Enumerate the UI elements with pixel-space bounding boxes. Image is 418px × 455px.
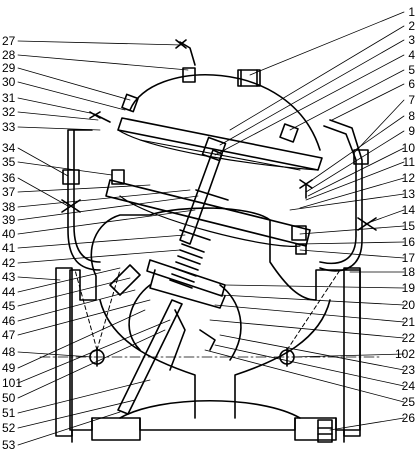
part-label: 25 xyxy=(401,395,415,409)
part-label: 3 xyxy=(408,33,415,47)
valve-body xyxy=(55,207,361,443)
part-label: 14 xyxy=(401,203,415,217)
part-label: 35 xyxy=(2,155,16,169)
part-label: 38 xyxy=(2,200,16,214)
part-label: 44 xyxy=(2,285,16,299)
part-label: 36 xyxy=(2,171,16,185)
part-label: 11 xyxy=(402,155,415,169)
part-label: 5 xyxy=(408,63,415,77)
part-label: 16 xyxy=(401,235,415,249)
part-label: 50 xyxy=(2,391,16,405)
part-label: 32 xyxy=(2,105,16,119)
part-label: 101 xyxy=(2,376,23,390)
part-label: 41 xyxy=(2,241,16,255)
part-label: 15 xyxy=(401,219,415,233)
right-leader-lines xyxy=(204,11,405,431)
part-label: 45 xyxy=(2,299,16,313)
part-label: 53 xyxy=(2,438,16,452)
part-label: 26 xyxy=(401,411,415,425)
part-label: 42 xyxy=(2,256,16,270)
part-label: 6 xyxy=(408,77,415,91)
part-label: 12 xyxy=(401,171,415,185)
part-label: 19 xyxy=(401,281,415,295)
part-label: 2 xyxy=(408,19,415,33)
part-label: 43 xyxy=(2,270,16,284)
part-label: 9 xyxy=(408,124,415,138)
part-label: 17 xyxy=(401,251,415,265)
part-label: 52 xyxy=(2,421,16,435)
part-label: 29 xyxy=(2,61,16,75)
part-label: 10 xyxy=(401,141,415,155)
part-label: 48 xyxy=(2,345,16,359)
part-label: 46 xyxy=(2,314,16,328)
part-label: 49 xyxy=(2,361,16,375)
part-label: 39 xyxy=(2,213,16,227)
part-label: 7 xyxy=(408,93,415,107)
part-label: 40 xyxy=(2,227,16,241)
part-label: 102 xyxy=(394,347,415,361)
part-label: 1 xyxy=(408,5,415,19)
part-label: 47 xyxy=(2,328,16,342)
part-label: 24 xyxy=(401,379,415,393)
part-label: 22 xyxy=(401,331,415,345)
part-label: 28 xyxy=(2,48,16,62)
part-label: 30 xyxy=(2,75,16,89)
part-label: 31 xyxy=(2,91,16,105)
part-label: 21 xyxy=(401,315,415,329)
part-label: 18 xyxy=(401,265,415,279)
part-label: 20 xyxy=(401,298,415,312)
part-label: 13 xyxy=(401,187,415,201)
part-label: 27 xyxy=(2,34,16,48)
part-label: 4 xyxy=(408,48,415,62)
part-label: 23 xyxy=(401,363,415,377)
part-label: 34 xyxy=(2,141,16,155)
part-label: 37 xyxy=(2,185,16,199)
part-label: 33 xyxy=(2,120,16,134)
pilot-ports xyxy=(74,269,341,367)
part-label: 8 xyxy=(408,109,415,123)
bonnet-cover xyxy=(105,67,323,255)
stem-spring xyxy=(109,136,229,415)
left-leader-lines xyxy=(17,40,199,446)
part-label: 51 xyxy=(2,406,16,420)
